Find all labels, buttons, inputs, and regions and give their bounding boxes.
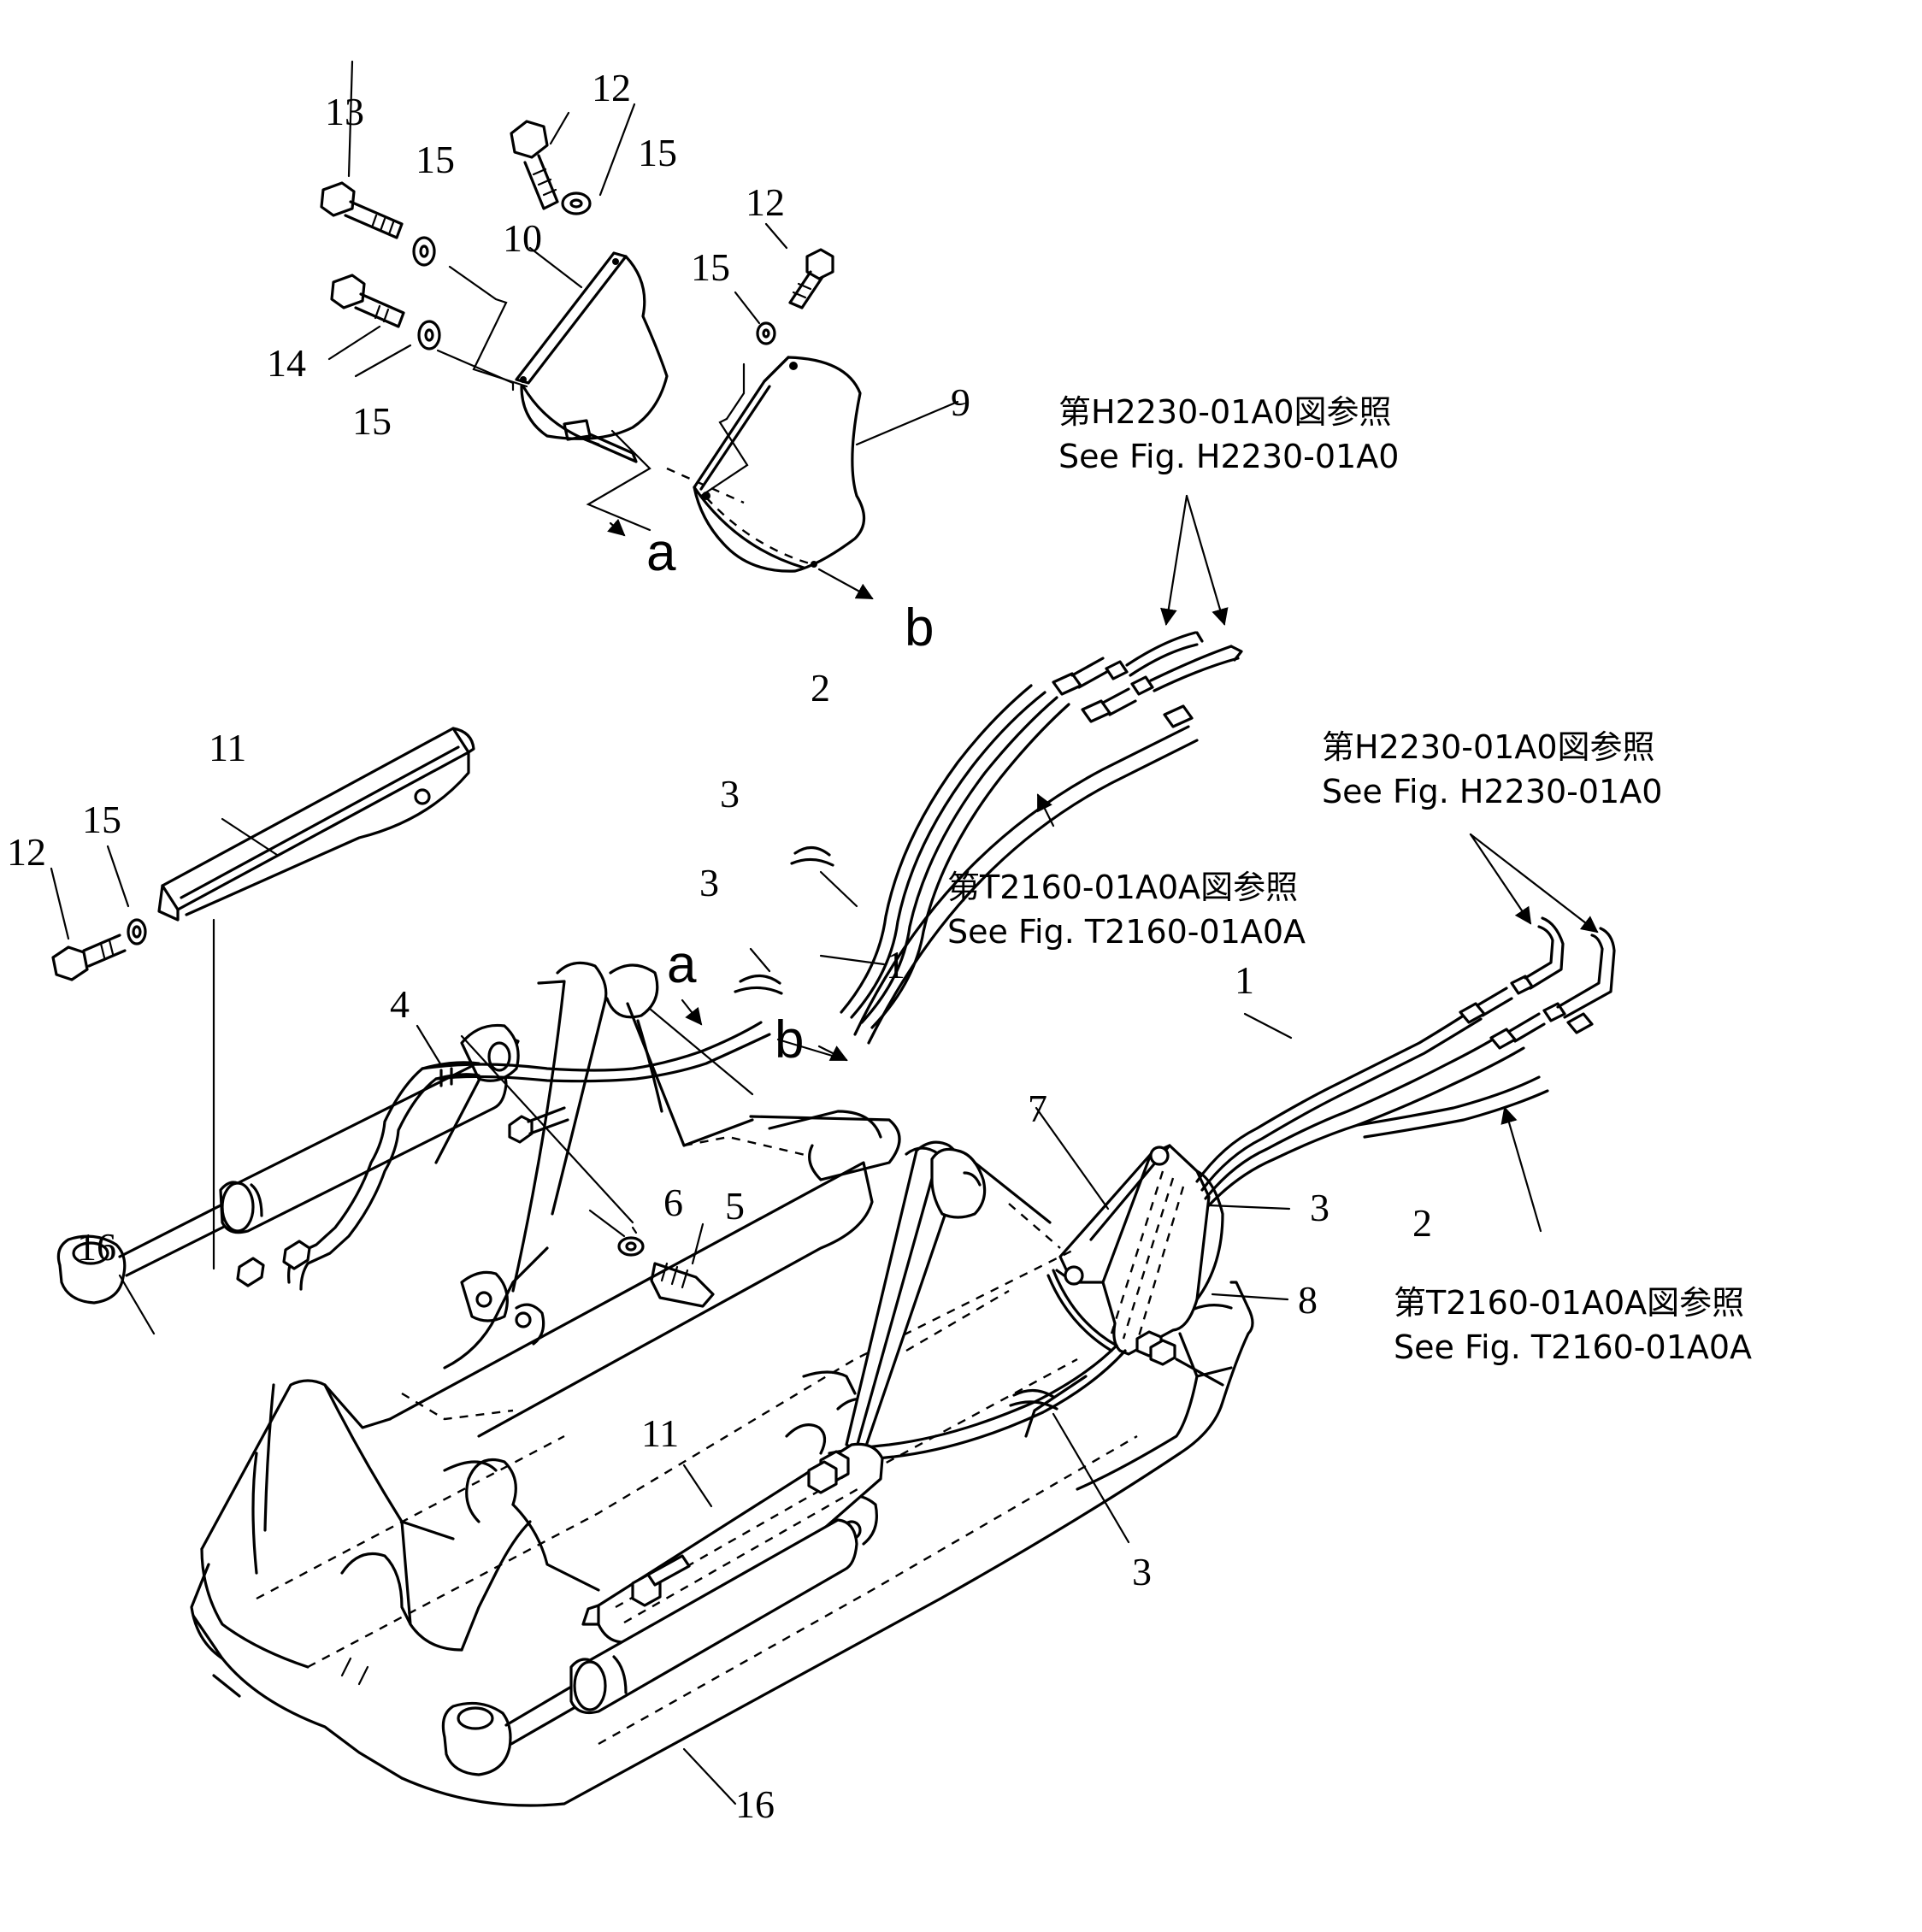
callout-11-upper: 11 <box>209 726 247 769</box>
callout-3-upper-b: 3 <box>699 861 719 904</box>
callout-1-upper: 1 <box>886 943 905 987</box>
reference-t2160-upper: 第T2160-01A0A図参照 See Fig. T2160-01A0A <box>947 865 1306 955</box>
callout-5: 5 <box>725 1184 745 1228</box>
reference-t2160-upper-jp: 第T2160-01A0A図参照 <box>947 869 1299 906</box>
right-boom-arm <box>836 1140 1061 1460</box>
bracket-7-8 <box>1046 1144 1224 1366</box>
detail-letter-a-lower: a <box>667 935 697 994</box>
detail-letter-b-upper: b <box>905 598 934 657</box>
callout-9: 9 <box>951 380 970 424</box>
callout-14: 14 <box>267 341 306 385</box>
reference-arrows <box>1036 494 1599 1233</box>
callout-1-right: 1 <box>1235 958 1254 1002</box>
callout-15-left: 15 <box>82 798 121 841</box>
callout-8: 8 <box>1298 1278 1318 1322</box>
upper-leader-lines <box>327 60 959 600</box>
bracket-11-upper <box>157 727 475 922</box>
callout-6: 6 <box>663 1181 683 1224</box>
callout-10: 10 <box>503 216 542 260</box>
callout-3-lower: 3 <box>1132 1550 1152 1593</box>
callout-15-lower-left: 15 <box>352 399 392 443</box>
callout-leaders <box>50 817 1293 1805</box>
callout-3-right: 3 <box>1310 1186 1329 1229</box>
cover-9 <box>693 356 866 573</box>
right-hose-assembly-1-2 <box>1195 916 1616 1207</box>
callout-7: 7 <box>1028 1087 1047 1130</box>
pin-bolt-5-washer-6 <box>588 1209 715 1308</box>
boom-pins-and-frame-lines <box>511 961 901 1293</box>
reference-h2230-upper-en: See Fig. H2230-01A0 <box>1058 438 1400 476</box>
washer-15-right <box>756 321 776 345</box>
bolt-12-right <box>788 248 834 309</box>
reference-t2160-upper-en: See Fig. T2160-01A0A <box>947 913 1306 951</box>
washer-15-top <box>561 191 592 215</box>
callout-13: 13 <box>325 90 364 133</box>
washer-15-upper-left <box>412 236 441 350</box>
reference-h2230-upper: 第H2230-01A0図参照 See Fig. H2230-01A0 <box>1058 390 1399 480</box>
reference-h2230-right-en: See Fig. H2230-01A0 <box>1322 773 1663 811</box>
callout-12-right: 12 <box>746 180 785 224</box>
callout-2-upper: 2 <box>811 666 830 710</box>
reference-h2230-upper-jp: 第H2230-01A0図参照 <box>1058 393 1392 431</box>
callout-12-left: 12 <box>7 830 46 874</box>
callout-16-left: 16 <box>77 1225 116 1269</box>
callout-15-right: 15 <box>691 245 730 289</box>
bolt-13 <box>320 181 404 239</box>
callout-11-lower: 11 <box>641 1411 680 1455</box>
detail-letter-b-lower: b <box>775 1010 805 1069</box>
cylinder-16-lower <box>441 1518 858 1776</box>
bolt-14 <box>330 274 405 328</box>
bolt-12-washer-15-left <box>51 918 147 981</box>
callout-16-lower: 16 <box>735 1782 775 1826</box>
callout-3-upper-a: 3 <box>720 772 740 816</box>
callout-4: 4 <box>390 982 410 1026</box>
detail-letter-a-upper: a <box>646 523 676 582</box>
reference-h2230-right: 第H2230-01A0図参照 See Fig. H2230-01A0 <box>1322 725 1662 815</box>
callout-15-top: 15 <box>638 131 677 174</box>
callout-15-top-left: 15 <box>416 138 455 181</box>
reference-t2160-right-en: See Fig. T2160-01A0A <box>1394 1328 1753 1367</box>
bracket-11-lower <box>581 1442 884 1644</box>
reference-t2160-right: 第T2160-01A0A図参照 See Fig. T2160-01A0A <box>1394 1281 1752 1370</box>
bracket-10 <box>515 251 669 463</box>
bolt-12-top <box>510 120 559 210</box>
reference-h2230-right-jp: 第H2230-01A0図参照 <box>1322 728 1655 766</box>
callout-12-top: 12 <box>592 66 631 109</box>
reference-t2160-right-jp: 第T2160-01A0A図参照 <box>1394 1284 1745 1322</box>
callout-2-right: 2 <box>1412 1201 1432 1245</box>
clamps-3-upper <box>734 845 834 995</box>
